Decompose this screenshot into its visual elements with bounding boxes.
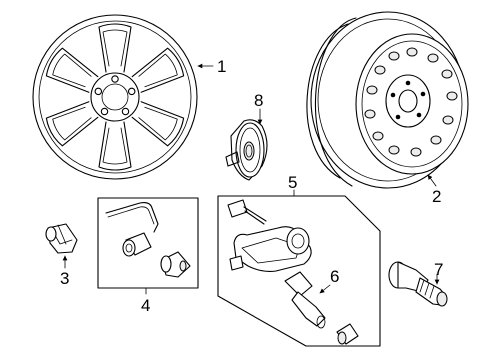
- callout-7-label: 7: [434, 260, 443, 279]
- wheel-lock-kit-box: [97, 197, 199, 289]
- steel-wheel-illustration: [306, 11, 469, 189]
- callout-2-leader: [427, 174, 437, 187]
- callout-2-label: 2: [432, 187, 441, 206]
- callout-1-label: 1: [217, 57, 226, 76]
- callout-8-label: 8: [254, 91, 263, 110]
- center-cap-illustration: [225, 119, 268, 181]
- tpms-kit-box: [217, 195, 381, 347]
- callout-3-label: 3: [60, 269, 69, 288]
- callout-6-label: 6: [330, 267, 339, 286]
- callout-4-label: 4: [141, 296, 150, 315]
- alloy-wheel-illustration: [32, 14, 198, 180]
- callout-5-label: 5: [288, 173, 297, 192]
- callout-6-leader: [319, 284, 331, 294]
- lug-nut-illustration: [45, 223, 78, 254]
- valve-stem-illustration: [388, 261, 448, 307]
